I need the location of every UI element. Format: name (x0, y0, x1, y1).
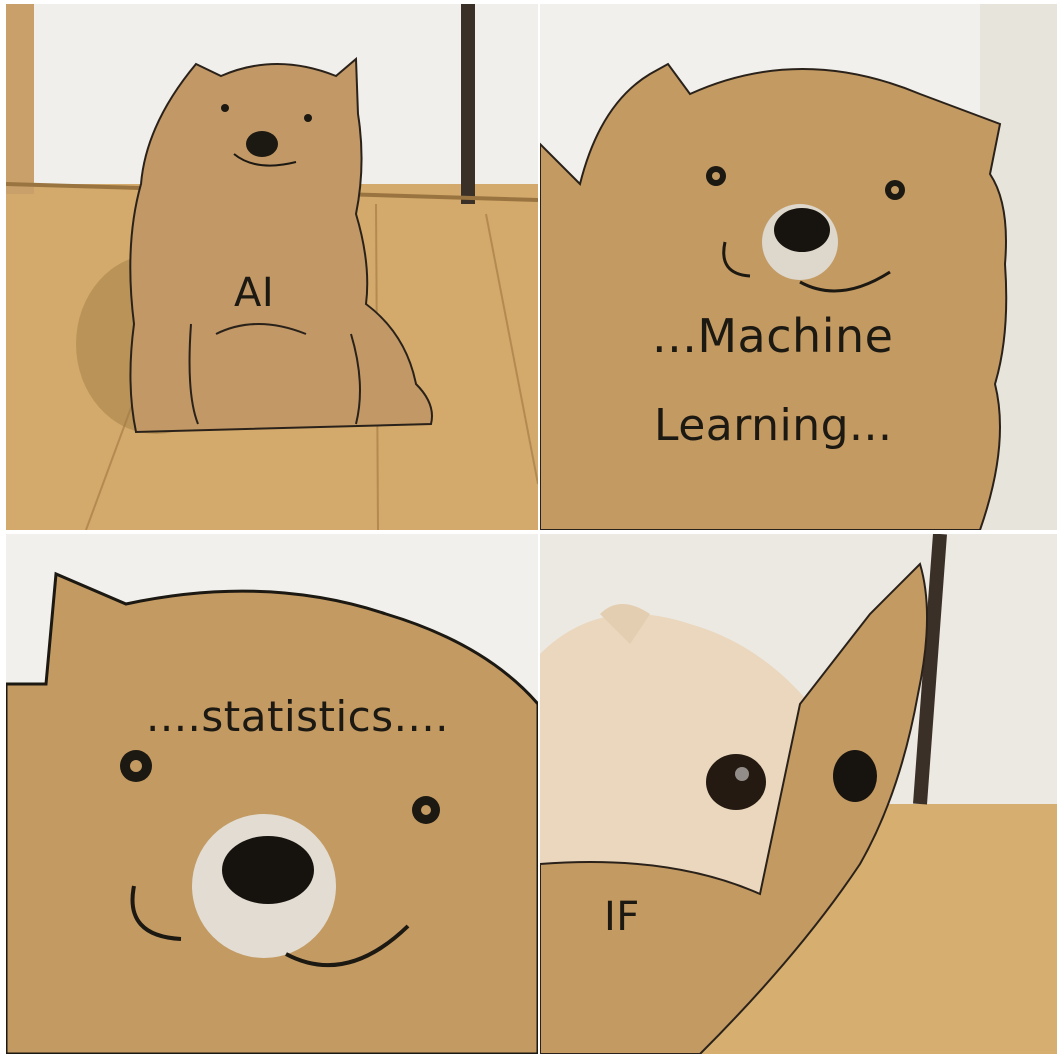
panel-statistics: ....statistics.... (6, 534, 538, 1054)
cardboard-dog-cutout (129, 56, 433, 434)
panel-ai: AI (6, 4, 538, 530)
panel-statistics-illustration (6, 534, 538, 1054)
panel-if: IF (540, 534, 1057, 1054)
cardboard-dog-cutout (540, 62, 1008, 530)
panel-if-illustration (540, 534, 1057, 1054)
caption-ai: AI (234, 270, 275, 316)
cardboard-dog-cutout (540, 562, 928, 1054)
panel-machine-learning-illustration (540, 4, 1057, 530)
cardboard-dog-cutout (6, 571, 538, 1054)
caption-learning: Learning... (654, 400, 893, 451)
caption-if: IF (604, 894, 640, 940)
panel-ai-illustration (6, 4, 538, 530)
caption-machine: ...Machine (652, 309, 894, 363)
caption-statistics: ....statistics.... (146, 692, 450, 741)
panel-machine-learning: ...Machine Learning... (540, 4, 1057, 530)
